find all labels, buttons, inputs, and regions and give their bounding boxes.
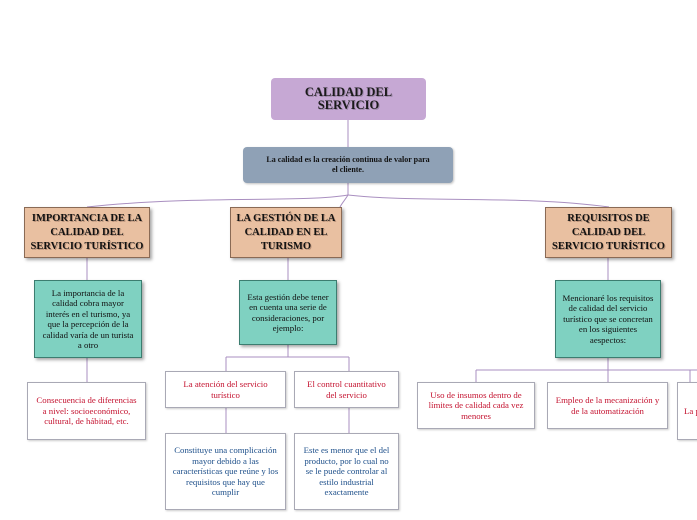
gestion-description[interactable]: Esta gestión debe tener en cuenta una se… [239, 280, 337, 345]
importancia-description-text: La importancia de la calidad cobra mayor… [42, 287, 134, 351]
requisito-partial[interactable]: La p [677, 382, 697, 440]
category-importancia[interactable]: IMPORTANCIA DE LA CALIDAD DEL SERVICIO T… [24, 207, 150, 258]
gestion-consideration-control[interactable]: El control cuantitativo del servicio [294, 371, 399, 408]
definition-node[interactable]: La calidad es la creación continua de va… [243, 147, 453, 183]
importancia-consequence[interactable]: Consecuencia de diferencias a nivel: soc… [27, 382, 146, 440]
consideration-atencion-detail-text: Constituye una complicación mayor debido… [172, 445, 279, 498]
requisito-mecanizacion-text: Empleo de la mecanización y de la automa… [555, 395, 660, 416]
category-requisitos[interactable]: REQUISITOS DE CALIDAD DEL SERVICIO TURÍS… [545, 207, 672, 258]
requisito-mecanizacion[interactable]: Empleo de la mecanización y de la automa… [547, 382, 668, 429]
requisito-insumos[interactable]: Uso de insumos dentro de límites de cali… [417, 382, 535, 429]
category-gestion[interactable]: LA GESTIÓN DE LA CALIDAD EN EL TURISMO [230, 207, 342, 258]
consideration-atencion-title: La atención del servicio turístico [183, 379, 268, 400]
importancia-description[interactable]: La importancia de la calidad cobra mayor… [34, 280, 142, 358]
category-importancia-label: IMPORTANCIA DE LA CALIDAD DEL SERVICIO T… [30, 212, 144, 252]
consideration-control-detail[interactable]: Este es menor que el del producto, por l… [294, 433, 399, 510]
category-gestion-label: LA GESTIÓN DE LA CALIDAD EN EL TURISMO [236, 212, 336, 252]
consideration-atencion-detail[interactable]: Constituye una complicación mayor debido… [165, 433, 286, 510]
category-requisitos-label: REQUISITOS DE CALIDAD DEL SERVICIO TURÍS… [552, 212, 665, 252]
requisitos-description-text: Mencionaré los requisitos de calidad del… [562, 292, 654, 345]
consideration-control-title: El control cuantitativo del servicio [307, 379, 386, 400]
gestion-consideration-atencion[interactable]: La atención del servicio turístico [165, 371, 286, 408]
gestion-description-text: Esta gestión debe tener en cuenta una se… [247, 291, 329, 334]
definition-text: La calidad es la creación continua de va… [266, 155, 430, 174]
requisitos-description[interactable]: Mencionaré los requisitos de calidad del… [555, 280, 661, 358]
root-topic-label: CALIDAD DEL SERVICIO [304, 85, 393, 112]
consideration-control-detail-text: Este es menor que el del producto, por l… [303, 445, 390, 498]
importancia-consequence-text: Consecuencia de diferencias a nivel: soc… [36, 395, 137, 427]
root-topic-calidad-del-servicio[interactable]: CALIDAD DEL SERVICIO [271, 78, 426, 120]
requisito-partial-text: La p [684, 405, 697, 416]
requisito-insumos-text: Uso de insumos dentro de límites de cali… [428, 389, 524, 421]
